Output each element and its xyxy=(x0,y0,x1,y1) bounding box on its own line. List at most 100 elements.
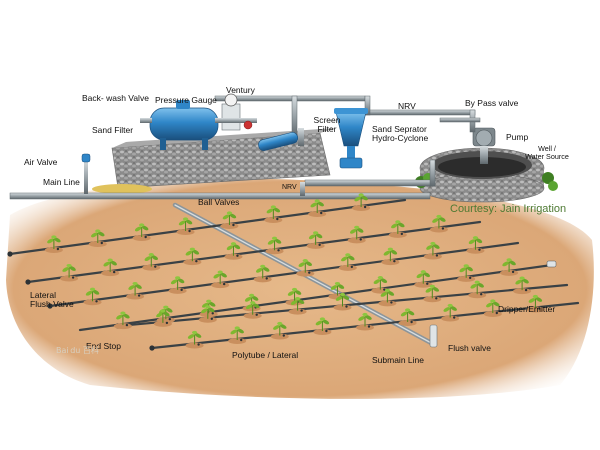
plant xyxy=(333,292,352,311)
plant xyxy=(243,301,262,319)
plant xyxy=(270,321,289,340)
dripper-emitter xyxy=(300,309,303,312)
dripper-emitter xyxy=(345,305,348,308)
sand-spill xyxy=(92,184,152,194)
baidu-watermark: Bai du 百科 xyxy=(56,346,99,355)
dripper-emitter xyxy=(282,334,285,337)
plant xyxy=(60,263,79,282)
plant xyxy=(168,276,187,294)
dripper-emitter xyxy=(325,329,328,333)
label-sand-separator: Sand Seprator Hydro-Cyclone xyxy=(372,124,429,143)
plant xyxy=(378,288,397,307)
courtesy-credit: Courtesy: Jain Irrigation xyxy=(450,203,567,215)
dripper-emitter xyxy=(453,316,456,319)
dripper-emitter xyxy=(112,270,116,274)
plant xyxy=(338,253,357,271)
dripper-emitter xyxy=(168,317,172,321)
dripper-emitter xyxy=(144,235,147,239)
dripper-emitter xyxy=(390,301,393,304)
plant xyxy=(381,247,400,266)
venturi-assembly xyxy=(215,93,257,131)
plant xyxy=(500,258,519,276)
dripper-emitter xyxy=(435,297,438,300)
dripper-emitter xyxy=(277,249,280,252)
plant xyxy=(132,223,151,241)
dripper-emitter xyxy=(538,307,541,310)
dripper-emitter xyxy=(165,321,169,325)
label-sand-filter: Sand Filter xyxy=(92,125,134,135)
dripper-emitter xyxy=(240,338,243,342)
dripper-emitter xyxy=(125,323,129,327)
main-line-pipe xyxy=(9,153,431,200)
label-backwash-valve: Back- wash Valve xyxy=(82,93,149,103)
dripper-emitter xyxy=(435,254,439,257)
plant xyxy=(398,308,417,326)
top-piping xyxy=(214,95,481,187)
dripper-emitter xyxy=(236,254,239,257)
dripper-emitter xyxy=(265,277,268,280)
plant xyxy=(211,270,230,289)
dripper-emitter xyxy=(154,265,157,268)
label-polytube-lateral: Polytube / Lateral xyxy=(232,350,299,360)
label-venturi: Ventury xyxy=(226,85,255,95)
plant xyxy=(526,294,545,313)
dripper-emitter xyxy=(524,288,528,292)
dripper-emitter xyxy=(478,248,481,251)
plant xyxy=(457,264,476,282)
plant xyxy=(352,193,371,211)
plant xyxy=(483,299,502,317)
plant xyxy=(199,299,218,318)
plant xyxy=(224,242,243,260)
plant xyxy=(423,241,442,260)
label-air-valve: Air Valve xyxy=(24,157,58,167)
label-ball-valves: Ball Valves xyxy=(198,197,240,207)
label-pump: Pump xyxy=(506,132,529,142)
dripper-emitter xyxy=(276,217,279,221)
dripper-emitter xyxy=(468,276,472,280)
dripper-emitter xyxy=(426,282,429,285)
label-nrv-top: NRV xyxy=(398,101,416,111)
label-pressure-gauge: Pressure Gauge xyxy=(155,95,217,105)
dripper-emitter xyxy=(410,320,413,324)
label-screen-filter: Screen Filter xyxy=(313,115,341,134)
dripper-emitter xyxy=(308,271,311,274)
plant xyxy=(228,326,247,344)
pump xyxy=(472,127,496,164)
dripper-emitter xyxy=(320,211,323,215)
plant xyxy=(44,235,63,253)
dripper-emitter xyxy=(71,276,75,279)
plant xyxy=(306,231,325,249)
plant xyxy=(313,317,332,335)
plant xyxy=(466,236,485,254)
dripper-emitter xyxy=(210,317,213,320)
hydro-cyclone xyxy=(334,108,368,169)
dripper-emitter xyxy=(197,343,200,346)
well xyxy=(415,147,558,203)
label-bypass-valve: By Pass valve xyxy=(465,98,519,108)
dripper-emitter xyxy=(100,241,103,245)
plant xyxy=(126,281,145,300)
dripper-emitter xyxy=(400,232,404,236)
plant xyxy=(468,280,487,299)
dripper-emitter xyxy=(232,223,235,227)
dripper-emitter xyxy=(441,227,445,230)
plant xyxy=(388,220,407,238)
label-end-stop: End Stop xyxy=(86,341,121,351)
dripper-emitter xyxy=(363,205,367,209)
label-nrv-mid: NRV xyxy=(282,184,297,191)
plant xyxy=(176,217,195,235)
dripper-emitter xyxy=(495,311,498,315)
dripper-emitter xyxy=(367,325,371,328)
label-well: Well / Water Source xyxy=(525,144,569,161)
plant xyxy=(308,199,327,217)
dripper-emitter xyxy=(137,294,141,297)
plant xyxy=(142,253,161,271)
plant xyxy=(153,309,172,327)
label-dripper-emitter: Dripper/Emitter xyxy=(498,304,556,314)
dripper-emitter xyxy=(511,270,515,274)
plant xyxy=(113,311,132,330)
plant xyxy=(83,287,102,306)
plant xyxy=(220,211,239,229)
